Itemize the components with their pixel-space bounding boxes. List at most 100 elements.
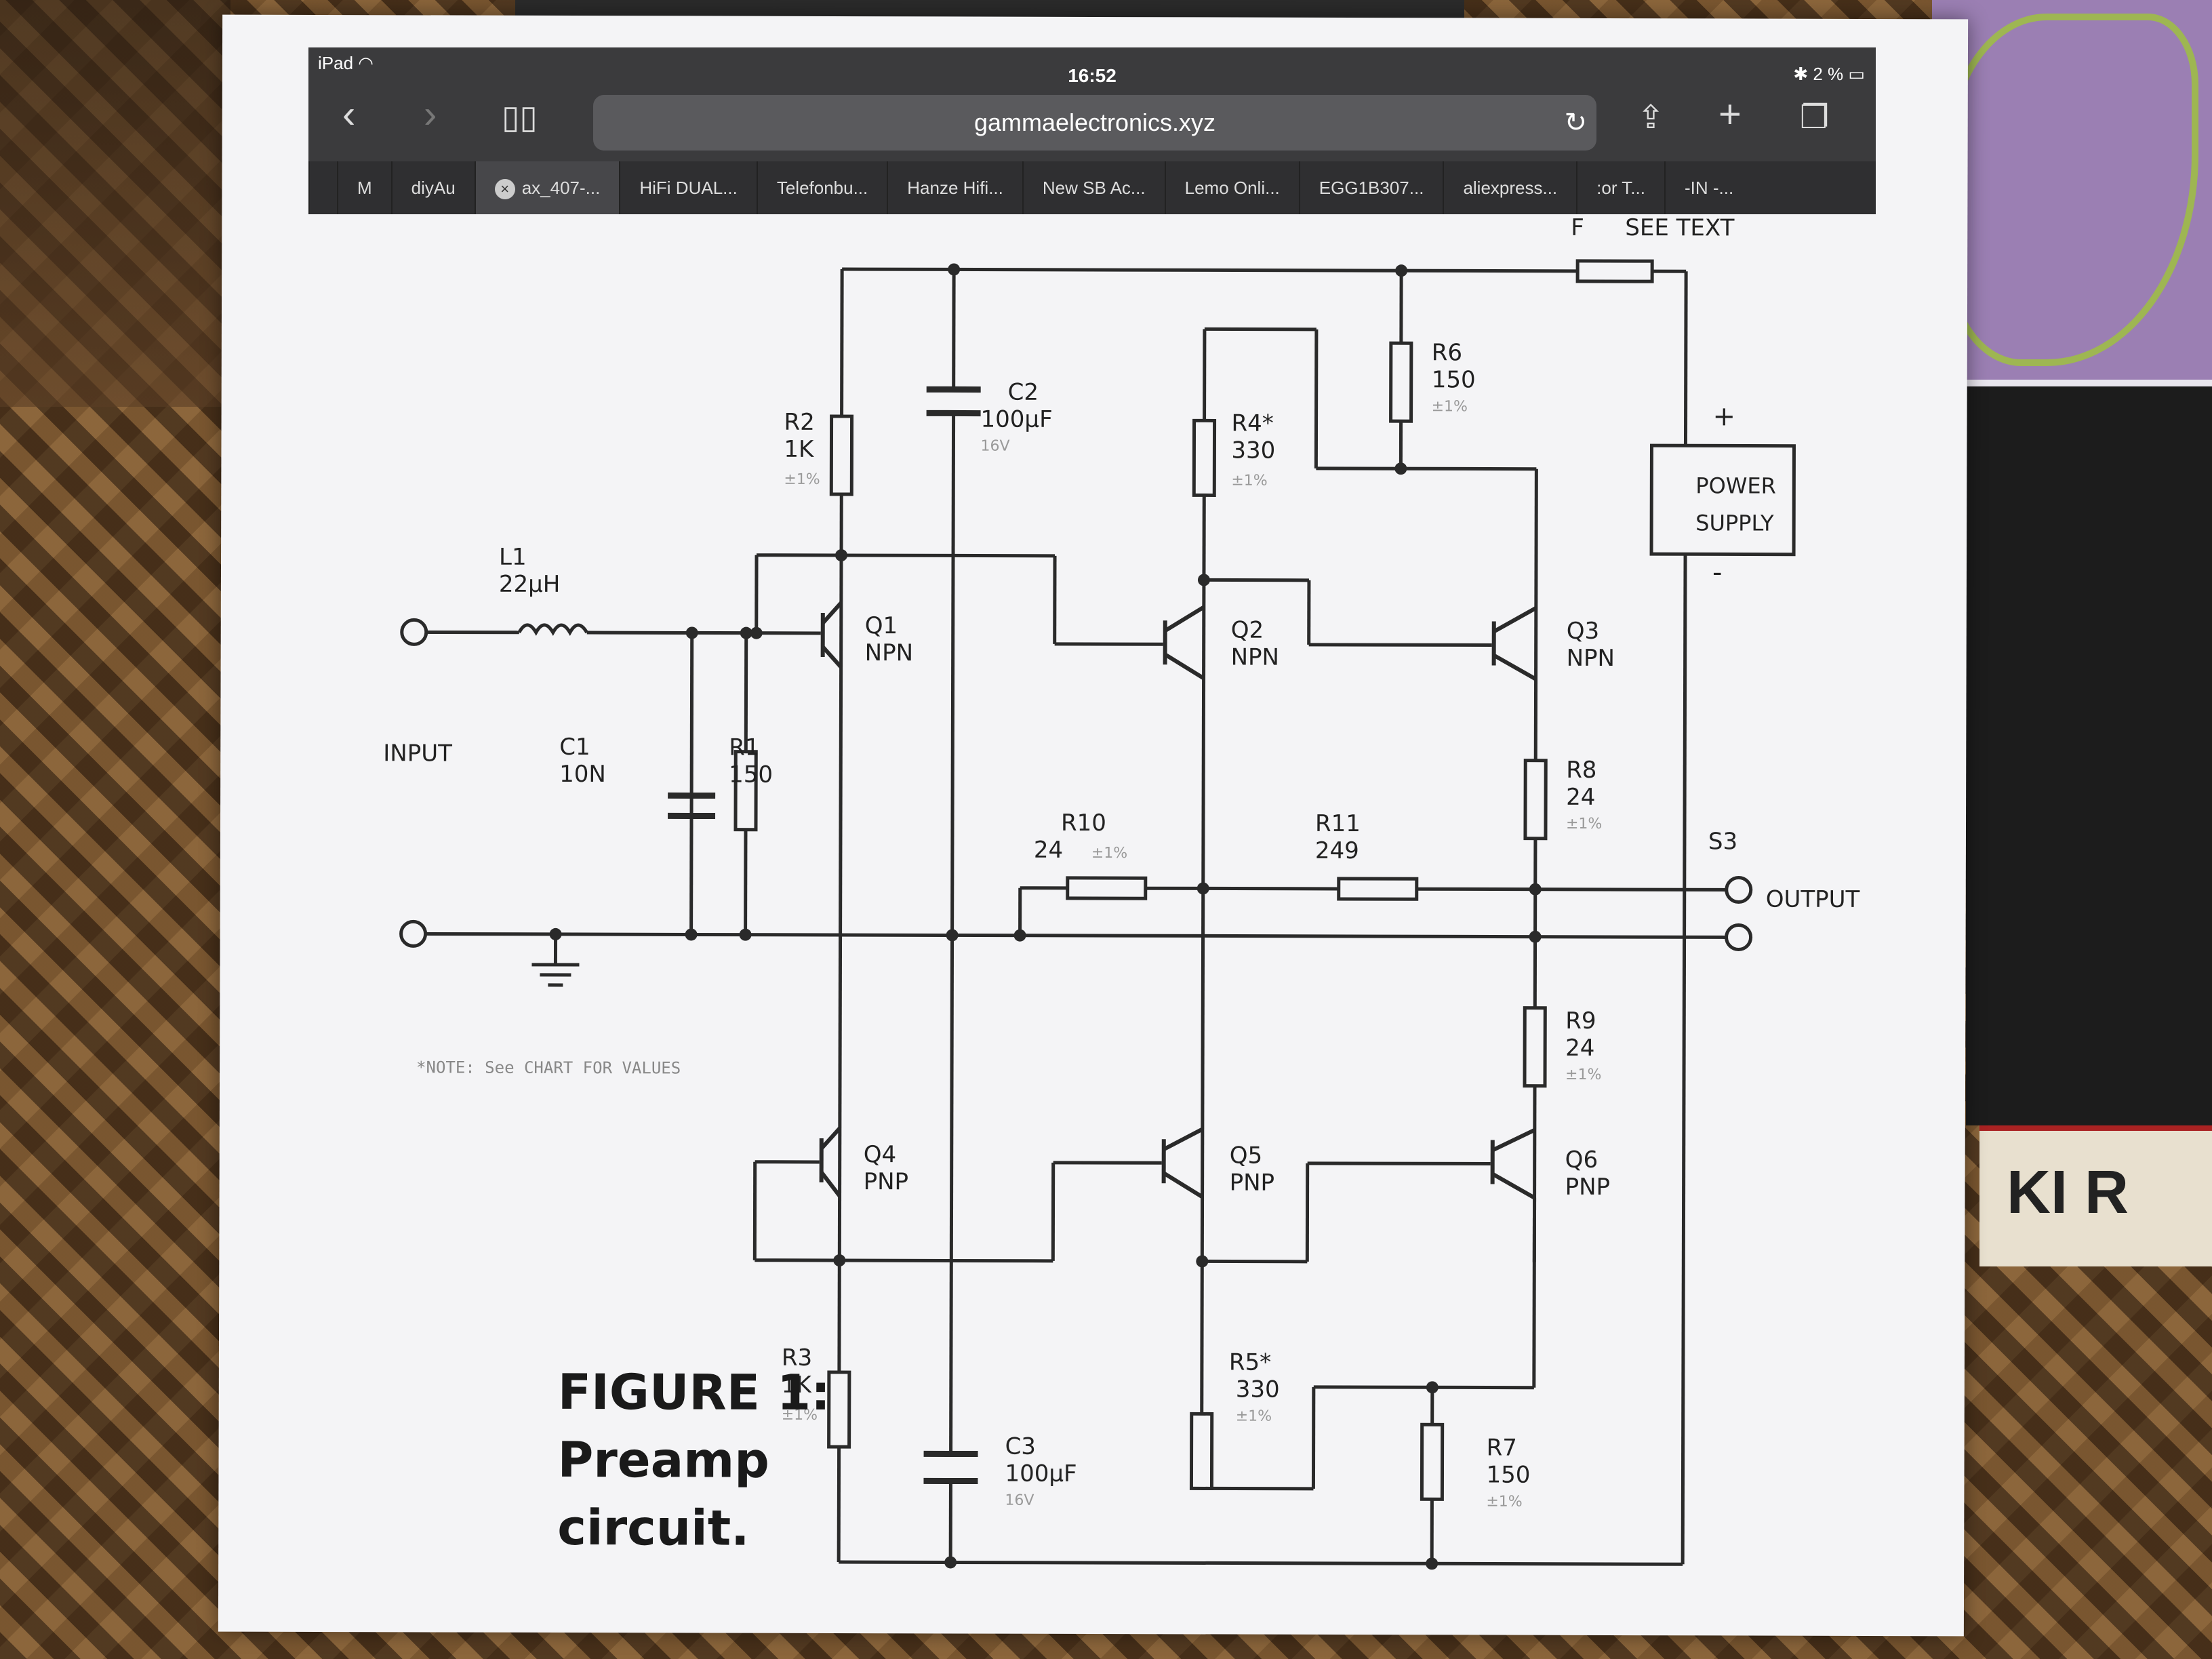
label-c3-value: 100µF xyxy=(1005,1460,1077,1487)
terminal-circles xyxy=(399,618,1753,951)
label-q1: Q1 xyxy=(865,612,898,639)
label-r5-tolerance: ±1% xyxy=(1236,1408,1272,1425)
label-r11: R11 xyxy=(1315,810,1361,837)
tab-10[interactable]: :or T... xyxy=(1576,161,1664,214)
label-input: INPUT xyxy=(383,740,452,767)
label-r9: R9 xyxy=(1565,1007,1596,1035)
label-q3: Q3 xyxy=(1567,618,1600,645)
label-r6-value: 150 xyxy=(1432,366,1476,393)
tab-bar: M diyAu × ax_407-... HiFi DUAL... Telefon… xyxy=(308,161,1876,214)
tab-1[interactable]: diyAu xyxy=(390,161,475,214)
label-c1-value: 10N xyxy=(559,761,606,788)
figure-caption: FIGURE 1: Preamp circuit. xyxy=(557,1358,830,1562)
caption-line-2: Preamp xyxy=(557,1431,769,1489)
label-l1-value: 22µH xyxy=(499,571,561,598)
status-time: 16:52 xyxy=(1068,65,1117,86)
junction-dots xyxy=(549,263,1542,1570)
label-minus: - xyxy=(1712,557,1723,588)
back-button[interactable]: ‹ xyxy=(342,92,356,136)
label-r10-value: 24 xyxy=(1034,837,1063,864)
close-tab-icon[interactable]: × xyxy=(494,179,515,199)
label-plus: + xyxy=(1713,401,1736,432)
tab-8[interactable]: EGG1B307... xyxy=(1298,161,1443,214)
label-r8: R8 xyxy=(1566,757,1596,784)
label-r4-tolerance: ±1% xyxy=(1231,473,1267,489)
bookmarks-icon[interactable]: ▯▯ xyxy=(502,100,538,136)
book xyxy=(1932,0,2212,389)
label-c3: C3 xyxy=(1005,1433,1036,1460)
label-r3-tolerance: ±1% xyxy=(782,1407,818,1424)
label-c1: C1 xyxy=(559,734,590,761)
inductor-coil xyxy=(517,623,588,637)
label-r7: R7 xyxy=(1487,1435,1517,1462)
caption-line-3: circuit. xyxy=(557,1498,750,1557)
tab-0[interactable]: M xyxy=(337,161,391,214)
share-icon[interactable]: ⇪ xyxy=(1637,100,1665,136)
label-r2-value: 1K xyxy=(784,436,815,463)
tab-6[interactable]: New SB Ac... xyxy=(1022,161,1165,214)
address-bar[interactable]: gammaelectronics.xyz ↻ xyxy=(593,95,1596,151)
label-c2-voltage: 16V xyxy=(980,438,1009,455)
label-c2-value: 100µF xyxy=(981,406,1053,433)
tab-spacer xyxy=(308,161,337,214)
label-q5: Q5 xyxy=(1230,1142,1263,1170)
new-tab-button[interactable]: + xyxy=(1718,92,1742,136)
label-r6: R6 xyxy=(1432,339,1462,366)
browser-chrome: iPad ◠ 16:52 ✱ 2 % ▭ ‹ › ▯▯ gammaelectro… xyxy=(308,47,1876,214)
label-r10: R10 xyxy=(1061,809,1106,837)
shadow-area xyxy=(0,0,230,407)
caption-line-1: FIGURE 1: xyxy=(557,1363,831,1421)
device-name: iPad xyxy=(318,53,354,73)
status-right: ✱ 2 % ▭ xyxy=(1793,64,1865,85)
wifi-icon: ◠ xyxy=(358,53,374,73)
label-q4-type: PNP xyxy=(864,1168,909,1195)
label-l1: L1 xyxy=(499,544,527,571)
label-r4: R4* xyxy=(1232,410,1274,437)
tab-4[interactable]: Telefonbu... xyxy=(756,161,887,214)
status-device: iPad ◠ xyxy=(318,53,374,74)
tabs-overview-icon[interactable]: ❐ xyxy=(1800,100,1830,136)
tab-9[interactable]: aliexpress... xyxy=(1443,161,1576,214)
label-r3-value: 1K xyxy=(782,1372,813,1399)
label-r4-value: 330 xyxy=(1231,437,1275,464)
label-q2-type: NPN xyxy=(1231,644,1279,671)
tab-11[interactable]: -IN -... xyxy=(1664,161,1752,214)
label-q4: Q4 xyxy=(864,1141,897,1168)
label-r7-tolerance: ±1% xyxy=(1486,1494,1522,1511)
battery-level: 2 % xyxy=(1813,64,1844,84)
label-r9-value: 24 xyxy=(1565,1035,1594,1062)
label-q2: Q2 xyxy=(1231,617,1264,644)
label-s3: S3 xyxy=(1708,828,1737,855)
label-r3: R3 xyxy=(782,1344,812,1372)
reload-icon[interactable]: ↻ xyxy=(1564,108,1587,138)
battery-icon: ▭ xyxy=(1848,64,1865,84)
forward-button[interactable]: › xyxy=(424,92,437,136)
label-q3-type: NPN xyxy=(1567,645,1615,672)
book-cover-art xyxy=(1946,14,2198,366)
capacitor-symbols xyxy=(668,386,981,1485)
label-note: *NOTE: See CHART FOR VALUES xyxy=(416,1058,681,1077)
label-r11-value: 249 xyxy=(1315,837,1359,864)
power-supply-box xyxy=(1649,443,1796,557)
book-cover-text: KI R xyxy=(2007,1159,2129,1226)
dark-device xyxy=(1966,386,2212,1125)
tab-2[interactable]: × ax_407-... xyxy=(474,161,620,214)
tab-3[interactable]: HiFi DUAL... xyxy=(619,161,756,214)
label-r2-tolerance: ±1% xyxy=(784,471,820,488)
label-r1: R1 xyxy=(729,734,759,761)
book: KI R xyxy=(1979,1125,2212,1266)
tab-5[interactable]: Hanze Hifi... xyxy=(887,161,1022,214)
label-fuse-note: SEE TEXT xyxy=(1625,214,1734,241)
label-r1-value: 150 xyxy=(729,761,773,788)
label-r8-value: 24 xyxy=(1566,784,1595,811)
label-psu-line1: POWER xyxy=(1695,473,1776,498)
label-r9-tolerance: ±1% xyxy=(1565,1066,1601,1083)
label-r5-value: 330 xyxy=(1236,1376,1280,1403)
tab-2-label: ax_407-... xyxy=(521,178,601,198)
label-q5-type: PNP xyxy=(1230,1170,1275,1197)
label-r7-value: 150 xyxy=(1486,1462,1530,1489)
url-text: gammaelectronics.xyz xyxy=(973,108,1216,136)
tab-7[interactable]: Lemo Onli... xyxy=(1164,161,1299,214)
bluetooth-icon: ✱ xyxy=(1793,64,1809,84)
resistor-symbols xyxy=(733,259,1796,1501)
